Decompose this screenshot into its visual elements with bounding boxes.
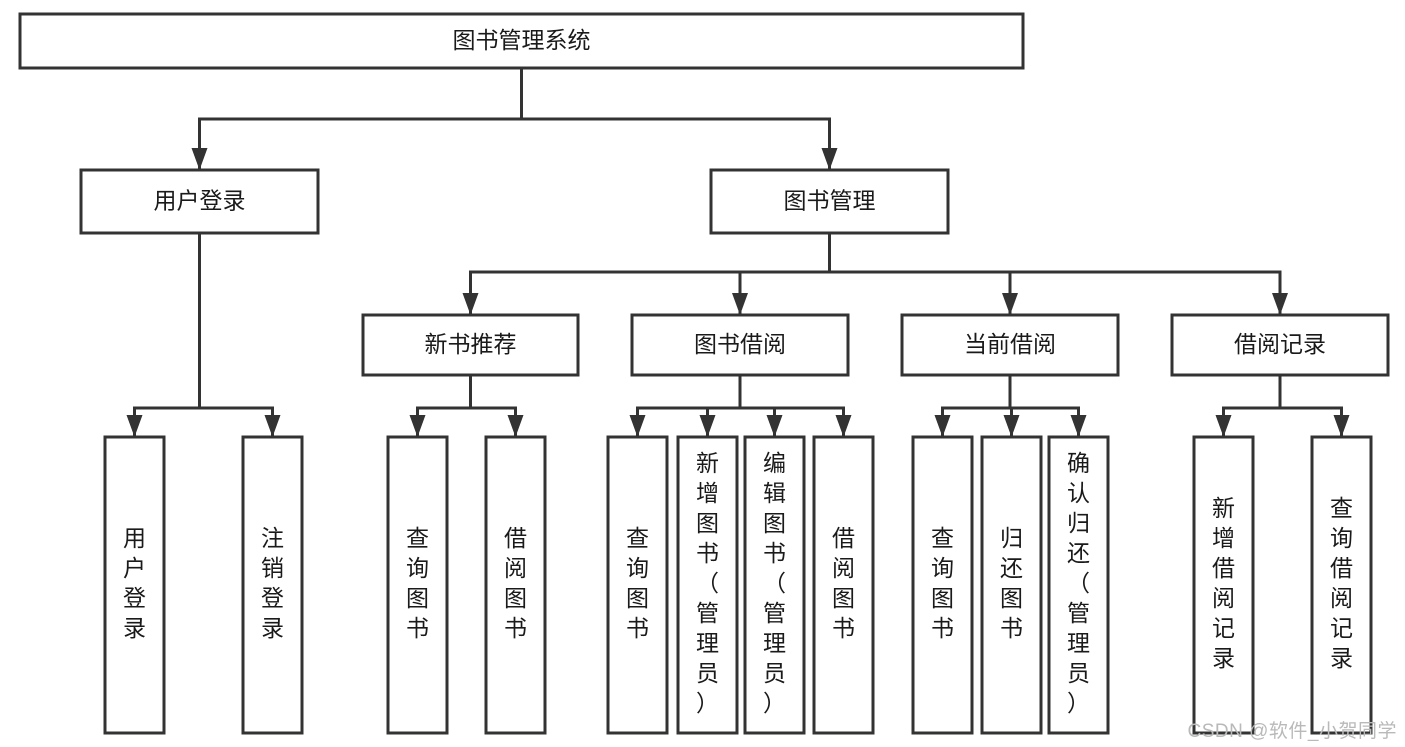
level2-node[interactable]: 用户登录 bbox=[79, 168, 320, 235]
leaf-box[interactable] bbox=[676, 435, 739, 735]
connector-lines bbox=[126, 66, 1350, 439]
leaf-box[interactable] bbox=[606, 435, 669, 735]
leaf-node[interactable]: 新增图书（管理员） bbox=[676, 435, 739, 735]
leaf-box[interactable] bbox=[812, 435, 875, 735]
leaf-label: 归还图书 bbox=[1000, 525, 1023, 641]
leaf-label: 查询图书 bbox=[931, 525, 954, 641]
leaf-node[interactable]: 用户登录 bbox=[103, 435, 166, 735]
leaf-node[interactable]: 确认归还（管理员） bbox=[1047, 435, 1110, 735]
arrow-head-icon bbox=[1002, 293, 1018, 315]
leaf-label: 查询图书 bbox=[406, 525, 429, 641]
leaf-label: 借阅图书 bbox=[832, 525, 855, 641]
level3-node[interactable]: 图书借阅 bbox=[630, 313, 850, 377]
root-label: 图书管理系统 bbox=[453, 27, 591, 53]
level3-node[interactable]: 当前借阅 bbox=[900, 313, 1120, 377]
leaf-node[interactable]: 查询图书 bbox=[386, 435, 449, 735]
leaf-box[interactable] bbox=[980, 435, 1043, 735]
leaf-node[interactable]: 借阅图书 bbox=[484, 435, 547, 735]
leaf-node[interactable]: 查询图书 bbox=[606, 435, 669, 735]
leaf-node[interactable]: 借阅图书 bbox=[812, 435, 875, 735]
node-boxes: 图书管理系统用户登录图书管理新书推荐图书借阅当前借阅借阅记录用户登录注销登录查询… bbox=[18, 12, 1390, 735]
arrow-head-icon bbox=[835, 415, 852, 437]
level3-box[interactable] bbox=[1170, 313, 1390, 377]
leaf-node[interactable]: 查询借阅记录 bbox=[1310, 435, 1373, 735]
leaf-node[interactable]: 注销登录 bbox=[241, 435, 304, 735]
leaf-node[interactable]: 归还图书 bbox=[980, 435, 1043, 735]
level2-node[interactable]: 图书管理 bbox=[709, 168, 950, 235]
level3-label: 当前借阅 bbox=[964, 331, 1056, 357]
root-box[interactable] bbox=[18, 12, 1025, 70]
arrow-head-icon bbox=[732, 293, 748, 315]
arrow-head-icon bbox=[1333, 415, 1350, 437]
arrow-head-icon bbox=[264, 415, 281, 437]
leaf-label: 用户登录 bbox=[123, 525, 146, 641]
leaf-label: 编辑图书（管理员） bbox=[763, 450, 786, 716]
leaf-label: 查询借阅记录 bbox=[1330, 495, 1353, 671]
leaf-box[interactable] bbox=[386, 435, 449, 735]
arrow-head-icon bbox=[462, 293, 479, 315]
leaf-node[interactable]: 新增借阅记录 bbox=[1192, 435, 1255, 735]
level2-box[interactable] bbox=[79, 168, 320, 235]
level3-label: 借阅记录 bbox=[1234, 331, 1326, 357]
leaf-box[interactable] bbox=[1310, 435, 1373, 735]
leaf-label: 注销登录 bbox=[261, 525, 284, 641]
leaf-box[interactable] bbox=[103, 435, 166, 735]
leaf-box[interactable] bbox=[241, 435, 304, 735]
arrow-head-icon bbox=[507, 415, 524, 437]
leaf-label: 借阅图书 bbox=[504, 525, 527, 641]
level2-label: 用户登录 bbox=[154, 188, 246, 214]
leaf-box[interactable] bbox=[1047, 435, 1110, 735]
level2-label: 图书管理 bbox=[784, 188, 876, 214]
arrow-head-icon bbox=[934, 415, 951, 437]
leaf-label: 查询图书 bbox=[626, 525, 649, 641]
arrow-head-icon bbox=[1215, 415, 1232, 437]
level3-node[interactable]: 借阅记录 bbox=[1170, 313, 1390, 377]
arrow-head-icon bbox=[1070, 415, 1087, 437]
leaf-label: 确认归还（管理员） bbox=[1067, 450, 1090, 716]
arrow-head-icon bbox=[821, 148, 838, 170]
level2-box[interactable] bbox=[709, 168, 950, 235]
leaf-node[interactable]: 查询图书 bbox=[911, 435, 974, 735]
arrow-head-icon bbox=[1003, 415, 1020, 437]
arrow-head-icon bbox=[126, 415, 143, 437]
leaf-box[interactable] bbox=[484, 435, 547, 735]
level3-box[interactable] bbox=[361, 313, 580, 377]
root-node[interactable]: 图书管理系统 bbox=[18, 12, 1025, 70]
arrow-head-icon bbox=[1272, 293, 1288, 315]
arrow-head-icon bbox=[629, 415, 646, 437]
leaf-node[interactable]: 编辑图书（管理员） bbox=[743, 435, 806, 735]
csdn-watermark: CSDN @软件_小贺同学 bbox=[1187, 721, 1397, 742]
arrow-head-icon bbox=[766, 415, 783, 437]
level3-node[interactable]: 新书推荐 bbox=[361, 313, 580, 377]
leaf-box[interactable] bbox=[1192, 435, 1255, 735]
leaf-box[interactable] bbox=[743, 435, 806, 735]
level3-box[interactable] bbox=[630, 313, 850, 377]
arrow-head-icon bbox=[409, 415, 426, 437]
leaf-label: 新增借阅记录 bbox=[1212, 495, 1235, 671]
arrow-head-icon bbox=[191, 148, 208, 170]
level3-label: 新书推荐 bbox=[425, 331, 517, 357]
leaf-box[interactable] bbox=[911, 435, 974, 735]
leaf-label: 新增图书（管理员） bbox=[696, 450, 719, 716]
level3-box[interactable] bbox=[900, 313, 1120, 377]
arrow-head-icon bbox=[699, 415, 716, 437]
level3-label: 图书借阅 bbox=[694, 331, 786, 357]
